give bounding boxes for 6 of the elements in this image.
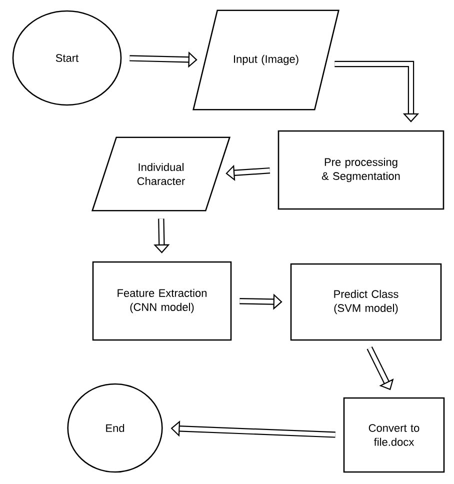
process-box: Predict Class (SVM model) [290, 263, 442, 341]
input-output-parallelogram: Input (Image) [192, 10, 340, 110]
process-box: Feature Extraction (CNN model) [92, 261, 232, 341]
arrow [334, 60, 420, 122]
process-box: Pre processing & Segmentation [278, 130, 444, 210]
process-box: Convert to file.docx [343, 397, 445, 473]
